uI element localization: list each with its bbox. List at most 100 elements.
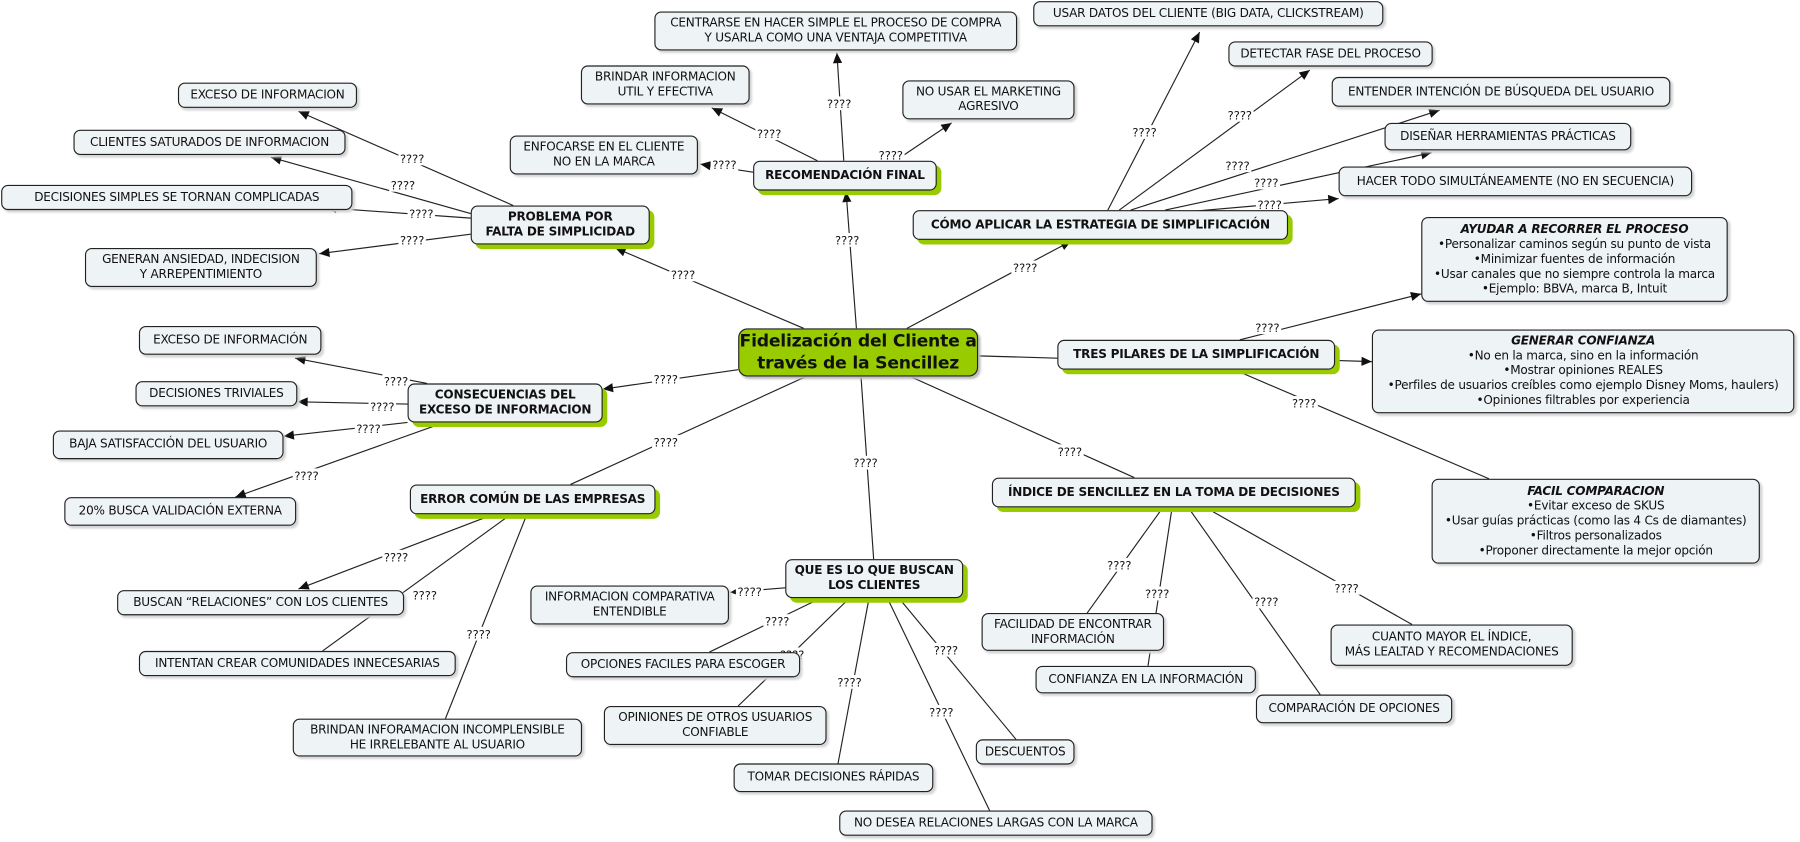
arrowhead-icon bbox=[1059, 241, 1072, 250]
node-decisiones-triviales[interactable]: DECISIONES TRIVIALES bbox=[135, 381, 298, 407]
node-descuentos[interactable]: DESCUENTOS bbox=[975, 739, 1075, 765]
link-label: ???? bbox=[400, 152, 424, 166]
node-no-desea-relaciones[interactable]: NO DESEA RELACIONES LARGAS CON LA MARCA bbox=[839, 810, 1153, 836]
node-opiniones-usuarios[interactable]: OPINIONES DE OTROS USUARIOS CONFIABLE bbox=[603, 706, 827, 746]
node-detectar-fase[interactable]: DETECTAR FASE DEL PROCESO bbox=[1228, 41, 1433, 67]
link-label-bg bbox=[410, 587, 439, 602]
connector-line bbox=[910, 376, 1135, 479]
node-tomar-decisiones[interactable]: TOMAR DECISIONES RÁPIDAS bbox=[733, 763, 934, 793]
link-label-bg bbox=[1252, 594, 1281, 609]
link-label-bg bbox=[825, 96, 853, 111]
bullet: •Mostrar opiniones REALES bbox=[1503, 363, 1663, 378]
connector-line bbox=[1118, 69, 1311, 211]
node-recomendacion-final[interactable]: RECOMENDACIÓN FINAL bbox=[753, 160, 937, 191]
node-tres-pilares[interactable]: TRES PILARES DE LA SIMPLIFICACIÓN bbox=[1057, 339, 1336, 370]
link-label: ???? bbox=[837, 676, 861, 690]
node-ayudar-recorrer[interactable]: AYUDAR A RECORRER EL PROCESO •Personaliz… bbox=[1421, 216, 1728, 302]
link-label: ???? bbox=[1107, 558, 1131, 572]
node-problema-simplicidad[interactable]: PROBLEMA POR FALTA DE SIMPLICIDAD bbox=[470, 205, 650, 245]
node-title: AYUDAR A RECORRER EL PROCESO bbox=[1460, 222, 1689, 236]
bullet: •Evitar exceso de SKUS bbox=[1527, 498, 1665, 513]
link-label: ???? bbox=[737, 585, 761, 599]
node-que-buscan[interactable]: QUE ES LO QUE BUSCAN LOS CLIENTES bbox=[785, 559, 964, 599]
connector-line bbox=[570, 376, 807, 485]
link-label-bg bbox=[1223, 158, 1252, 173]
link-label-bg bbox=[1130, 125, 1159, 139]
node-clientes-saturados[interactable]: CLIENTES SATURADOS DE INFORMACION bbox=[73, 129, 346, 155]
connector-line bbox=[1165, 152, 1432, 211]
link-label-bg bbox=[669, 267, 697, 282]
node-brindar-informacion[interactable]: BRINDAR INFORMACION UTIL Y EFECTIVA bbox=[580, 65, 750, 105]
link-label: ???? bbox=[1145, 587, 1169, 601]
link-label: ???? bbox=[654, 372, 678, 386]
node-facilidad-encontrar[interactable]: FACILIDAD DE ENCONTRAR INFORMACIÓN bbox=[981, 613, 1165, 651]
node-generar-confianza[interactable]: GENERAR CONFIANZA •No en la marca, sino … bbox=[1371, 329, 1795, 414]
node-cuanto-mayor[interactable]: CUANTO MAYOR EL ÍNDICE, MÁS LEALTAD Y RE… bbox=[1330, 624, 1573, 666]
node-decisiones-simples[interactable]: DECISIONES SIMPLES SE TORNAN COMPLICADAS bbox=[1, 184, 353, 211]
arrowhead-icon bbox=[1327, 194, 1339, 205]
link-label: ???? bbox=[384, 375, 408, 389]
link-label: ???? bbox=[413, 588, 437, 602]
connector-line bbox=[322, 513, 512, 652]
link-label-bg bbox=[382, 374, 410, 389]
node-informacion-comparativa[interactable]: INFORMACION COMPARATIVA ENTENDIBLE bbox=[530, 585, 729, 625]
node-buscan-relaciones[interactable]: BUSCAN “RELACIONES” CON LOS CLIENTES bbox=[117, 590, 405, 616]
node-centrarse[interactable]: CENTRARSE EN HACER SIMPLE EL PROCESO DE … bbox=[654, 11, 1018, 51]
node-brindan-informacion[interactable]: BRINDAN INFORAMACION INCOMPLENSIBLE HE I… bbox=[292, 718, 583, 757]
bullet: •Filtros personalizados bbox=[1529, 528, 1662, 543]
bullet: •Perfiles de usuarios creíbles como ejem… bbox=[1387, 378, 1779, 393]
arrowhead-icon bbox=[298, 580, 310, 590]
link-label: ???? bbox=[1228, 108, 1252, 122]
node-opciones-faciles[interactable]: OPCIONES FACILES PARA ESCOGER bbox=[565, 652, 801, 678]
bullet: •No en la marca, sino en la información bbox=[1467, 348, 1699, 363]
node-facil-comparacion[interactable]: FACIL COMPARACION •Evitar exceso de SKUS… bbox=[1431, 478, 1760, 564]
central-node[interactable]: Fidelización del Cliente a través de la … bbox=[738, 328, 979, 377]
node-disenar-herramientas[interactable]: DISEÑAR HERRAMIENTAS PRÁCTICAS bbox=[1384, 122, 1632, 151]
node-error-comun[interactable]: ERROR COMÚN DE LAS EMPRESAS bbox=[409, 484, 656, 515]
link-label-bg bbox=[407, 206, 436, 221]
node-comparacion-opciones[interactable]: COMPARACIÓN DE OPCIONES bbox=[1255, 694, 1453, 724]
node-consecuencias[interactable]: CONSECUENCIAS DEL EXCESO DE INFORMACION bbox=[407, 383, 603, 423]
node-validacion-externa[interactable]: 20% BUSCA VALIDACIÓN EXTERNA bbox=[64, 497, 297, 526]
arrowhead-icon bbox=[700, 161, 712, 171]
connector-line bbox=[886, 597, 991, 811]
bullet: •Ejemplo: BBVA, marca B, Intuit bbox=[1481, 281, 1668, 296]
node-intentan-comunidades[interactable]: INTENTAN CREAR COMUNIDADES INNECESARIAS bbox=[138, 650, 456, 677]
connector-line bbox=[319, 233, 471, 255]
connector-line bbox=[283, 421, 408, 437]
arrowhead-icon bbox=[1428, 109, 1440, 118]
link-label: ???? bbox=[934, 643, 958, 657]
link-label-bg bbox=[1226, 107, 1254, 122]
link-label: ???? bbox=[1254, 595, 1278, 609]
link-label: ???? bbox=[879, 149, 903, 163]
link-label-bg bbox=[877, 148, 905, 162]
node-hacer-todo[interactable]: HACER TODO SIMULTÁNEAMENTE (NO EN SECUEN… bbox=[1338, 166, 1693, 197]
node-baja-satisfaccion[interactable]: BAJA SATISFACCIÓN DEL USUARIO bbox=[52, 430, 284, 460]
link-label: ???? bbox=[1013, 261, 1037, 275]
link-label-bg bbox=[1290, 396, 1318, 410]
arrowhead-icon bbox=[940, 122, 952, 133]
node-exceso-informacion[interactable]: EXCESO DE INFORMACION bbox=[177, 82, 358, 108]
node-usar-datos[interactable]: USAR DATOS DEL CLIENTE (BIG DATA, CLICKS… bbox=[1033, 1, 1384, 27]
link-label-bg bbox=[1332, 580, 1361, 595]
link-label-bg bbox=[368, 399, 397, 414]
node-title: GENERAR CONFIANZA bbox=[1511, 334, 1656, 348]
arrowhead-icon bbox=[1298, 70, 1310, 80]
node-exceso-informacion-2[interactable]: EXCESO DE INFORMACIÓN bbox=[138, 326, 322, 355]
connector-line bbox=[615, 247, 804, 329]
link-label: ???? bbox=[1058, 445, 1082, 459]
node-enfocarse[interactable]: ENFOCARSE EN EL CLIENTE NO EN LA MARCA bbox=[509, 135, 698, 175]
node-indice-sencillez[interactable]: ÍNDICE DE SENCILLEZ EN LA TOMA DE DECISI… bbox=[991, 477, 1356, 508]
node-generan-ansiedad[interactable]: GENERAN ANSIEDAD, INDECISION Y ARREPENTI… bbox=[84, 247, 317, 287]
node-entender-intencion[interactable]: ENTENDER INTENCIÓN DE BÚSQUEDA DEL USUAR… bbox=[1331, 76, 1671, 107]
link-label-bg bbox=[1252, 175, 1281, 190]
link-label-bg bbox=[1143, 586, 1171, 601]
connector-line bbox=[1205, 506, 1413, 626]
connector-line bbox=[845, 191, 857, 329]
node-confianza-informacion[interactable]: CONFIANZA EN LA INFORMACIÓN bbox=[1035, 665, 1256, 694]
node-no-marketing[interactable]: NO USAR EL MARKETING AGRESIVO bbox=[902, 80, 1075, 120]
node-como-aplicar[interactable]: CÓMO APLICAR LA ESTRATEGIA DE SIMPLIFICA… bbox=[912, 210, 1289, 240]
link-label-bg bbox=[735, 584, 764, 599]
link-label-bg bbox=[652, 371, 680, 386]
